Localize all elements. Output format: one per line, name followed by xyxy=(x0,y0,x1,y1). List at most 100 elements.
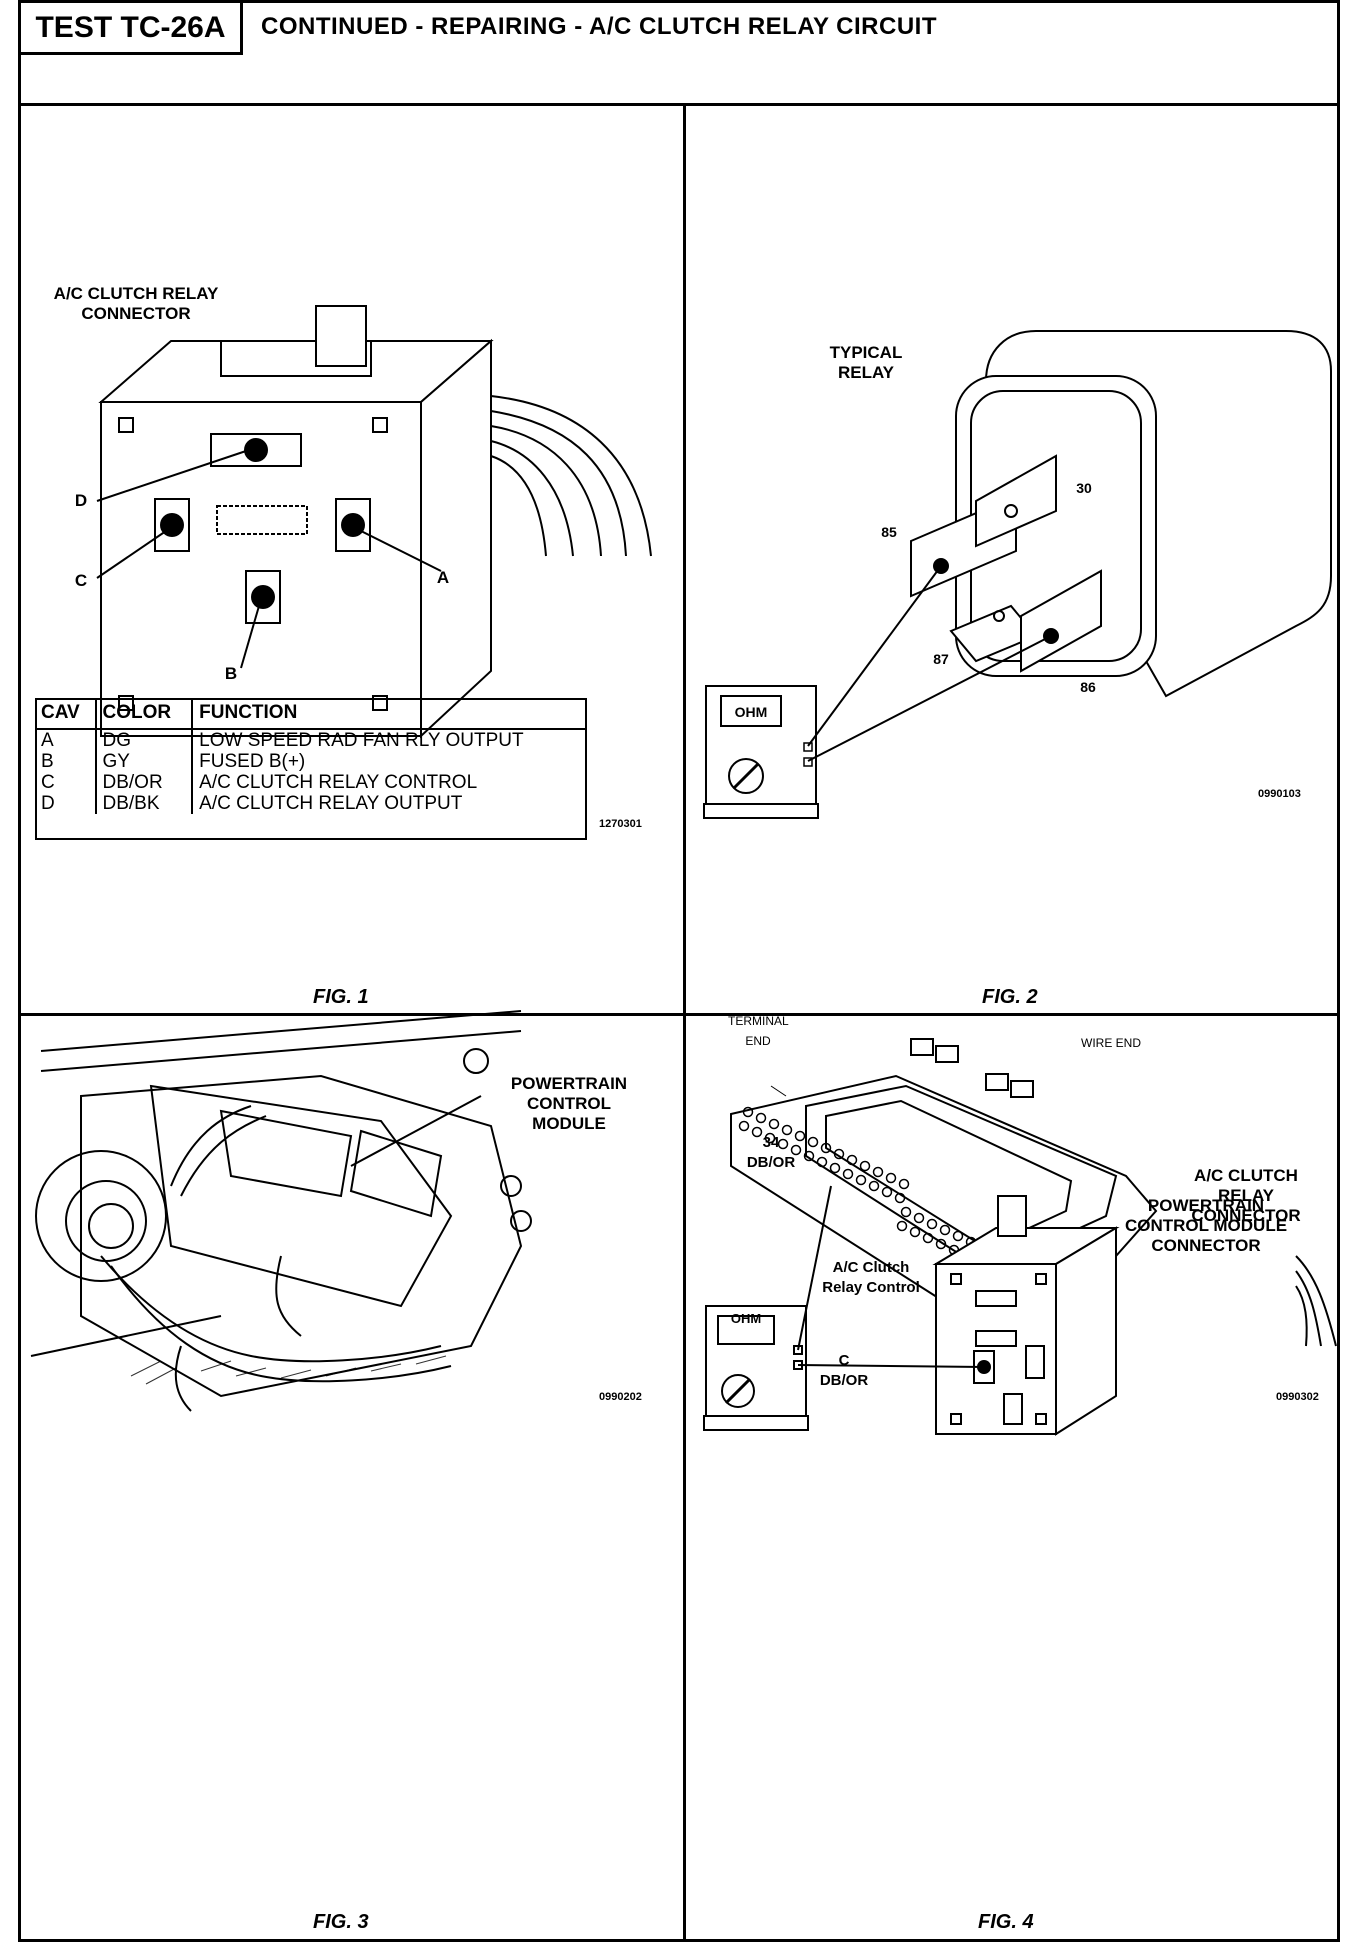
pcm-pin xyxy=(894,1192,906,1204)
pcm-pin xyxy=(922,1232,934,1244)
pin-34-label: 34 xyxy=(762,1134,780,1151)
fig3-panel: POWERTRAIN CONTROL MODULE 0990202 FIG. 3 xyxy=(21,1010,683,1942)
pcm-pin xyxy=(952,1230,964,1242)
fig4-panel: POWERTRAIN CONTROL MODULE CONNECTOR TERM… xyxy=(686,1014,1343,1942)
fig4-code: 0990302 xyxy=(1276,1391,1319,1403)
terminal-end-label: TERMINAL END xyxy=(728,1014,789,1048)
fig3-code: 0990202 xyxy=(599,1391,642,1403)
relay-label: TYPICAL RELAY xyxy=(829,343,903,382)
pcm-pin xyxy=(909,1226,921,1238)
fig2-caption: FIG. 2 xyxy=(982,986,1038,1008)
pcm-pin xyxy=(829,1162,841,1174)
fig1-connector-label: A/C CLUTCH RELAY CONNECTOR xyxy=(53,284,219,323)
table-row: A DG LOW SPEED RAD FAN RLY OUTPUT xyxy=(35,729,587,751)
test-id: TEST TC-26A xyxy=(21,3,243,55)
cell-function: A/C CLUTCH RELAY CONTROL xyxy=(191,772,587,793)
pcm-pin xyxy=(913,1212,925,1224)
engine-bay-drawing xyxy=(30,1010,532,1412)
pcm-connector-label: POWERTRAIN CONTROL MODULE CONNECTOR xyxy=(1124,1196,1288,1255)
fig4-caption: FIG. 4 xyxy=(978,1911,1034,1933)
page-title: CONTINUED - REPAIRING - A/C CLUTCH RELAY… xyxy=(261,13,938,40)
pcm-pin xyxy=(764,1132,776,1144)
fig1-caption: FIG. 1 xyxy=(313,986,369,1008)
pcm-pin xyxy=(738,1120,750,1132)
col-color: COLOR xyxy=(94,698,193,730)
cavity-c-color: DB/OR xyxy=(819,1372,869,1389)
cell-function: LOW SPEED RAD FAN RLY OUTPUT xyxy=(191,729,587,751)
pcm-pin xyxy=(751,1126,763,1138)
col-function: FUNCTION xyxy=(191,698,587,730)
fig3-caption: FIG. 3 xyxy=(313,1911,369,1933)
cavity-c-label: C xyxy=(838,1352,850,1369)
pcm-pin xyxy=(755,1112,767,1124)
panel-divider-vertical xyxy=(683,106,686,1942)
pcm-pin xyxy=(742,1106,754,1118)
fig4-meter-ohm-label: OHM xyxy=(730,1311,762,1326)
fig4-drawing xyxy=(703,1038,1337,1436)
pcm-pin xyxy=(807,1136,819,1148)
pcm-pin xyxy=(842,1168,854,1180)
col-cav: CAV xyxy=(35,698,96,730)
cavity-table: CAV COLOR FUNCTION A DG LOW SPEED RAD FA… xyxy=(35,698,587,814)
pcm-pin xyxy=(881,1186,893,1198)
cell-function: A/C CLUTCH RELAY OUTPUT xyxy=(191,793,587,814)
pcm-pin xyxy=(790,1144,802,1156)
fig2-panel: TYPICAL RELAY OHM xyxy=(686,106,1343,1013)
cavity-label-d: D xyxy=(74,491,88,510)
terminal-86: 86 xyxy=(1080,679,1096,695)
relay-connector-label: A/C CLUTCH RELAY CONNECTOR xyxy=(1191,1166,1301,1225)
cell-color: DB/OR xyxy=(94,772,193,793)
pin-34-color: DB/OR xyxy=(746,1154,796,1171)
panel-divider-horizontal xyxy=(21,1013,1337,1016)
table-row: B GY FUSED B(+) xyxy=(35,751,587,772)
cell-cav: B xyxy=(41,751,54,772)
cell-cav: A xyxy=(41,730,54,751)
cavity-label-c: C xyxy=(74,571,88,590)
cell-color: DB/BK xyxy=(94,793,193,814)
pcm-pin xyxy=(768,1118,780,1130)
pcm-pin xyxy=(833,1148,845,1160)
pcm-pin xyxy=(781,1124,793,1136)
pcm-pin xyxy=(820,1142,832,1154)
pcm-pin xyxy=(900,1206,912,1218)
pcm-pin xyxy=(777,1138,789,1150)
fig1-connector-drawing xyxy=(96,305,652,739)
pcm-pin xyxy=(816,1156,828,1168)
relay-control-label: A/C Clutch Relay Control xyxy=(822,1259,920,1296)
pcm-pin xyxy=(872,1166,884,1178)
relay-drawing xyxy=(703,330,1332,819)
pcm-pin xyxy=(896,1220,908,1232)
table-row: C DB/OR A/C CLUTCH RELAY CONTROL xyxy=(35,772,587,793)
pcm-pin xyxy=(935,1238,947,1250)
pcm-pin xyxy=(859,1160,871,1172)
fig1-code: 1270301 xyxy=(599,818,642,830)
header: TEST TC-26A CONTINUED - REPAIRING - A/C … xyxy=(21,3,1337,106)
pcm-pin xyxy=(794,1130,806,1142)
wire-end-label: WIRE END xyxy=(1081,1036,1141,1050)
pcm-pin xyxy=(939,1224,951,1236)
cell-function: FUSED B(+) xyxy=(191,751,587,772)
pcm-pin xyxy=(868,1180,880,1192)
cell-color: DG xyxy=(94,729,193,751)
cavity-label-b: B xyxy=(224,664,238,683)
fig3-pcm-label: POWERTRAIN CONTROL MODULE xyxy=(510,1074,628,1133)
pcm-pin xyxy=(898,1178,910,1190)
pcm-pin xyxy=(885,1172,897,1184)
table-row: D DB/BK A/C CLUTCH RELAY OUTPUT xyxy=(35,793,587,814)
page-frame: TEST TC-26A CONTINUED - REPAIRING - A/C … xyxy=(18,0,1340,1942)
pcm-pin xyxy=(926,1218,938,1230)
terminal-85: 85 xyxy=(881,524,897,540)
pcm-pin xyxy=(846,1154,858,1166)
terminal-87: 87 xyxy=(933,651,949,667)
cell-color: GY xyxy=(94,751,193,772)
terminal-30: 30 xyxy=(1076,480,1092,496)
fig2-code: 0990103 xyxy=(1258,788,1301,800)
pcm-pin xyxy=(855,1174,867,1186)
cell-cav: D xyxy=(41,793,55,814)
fig1-panel: A/C CLUTCH RELAY CONNECTOR xyxy=(21,106,683,1013)
meter-ohm-label: OHM xyxy=(734,704,768,720)
pcm-pin xyxy=(803,1150,815,1162)
table-header-row: CAV COLOR FUNCTION xyxy=(35,698,587,730)
cavity-label-a: A xyxy=(436,568,450,587)
cell-cav: C xyxy=(41,772,55,793)
